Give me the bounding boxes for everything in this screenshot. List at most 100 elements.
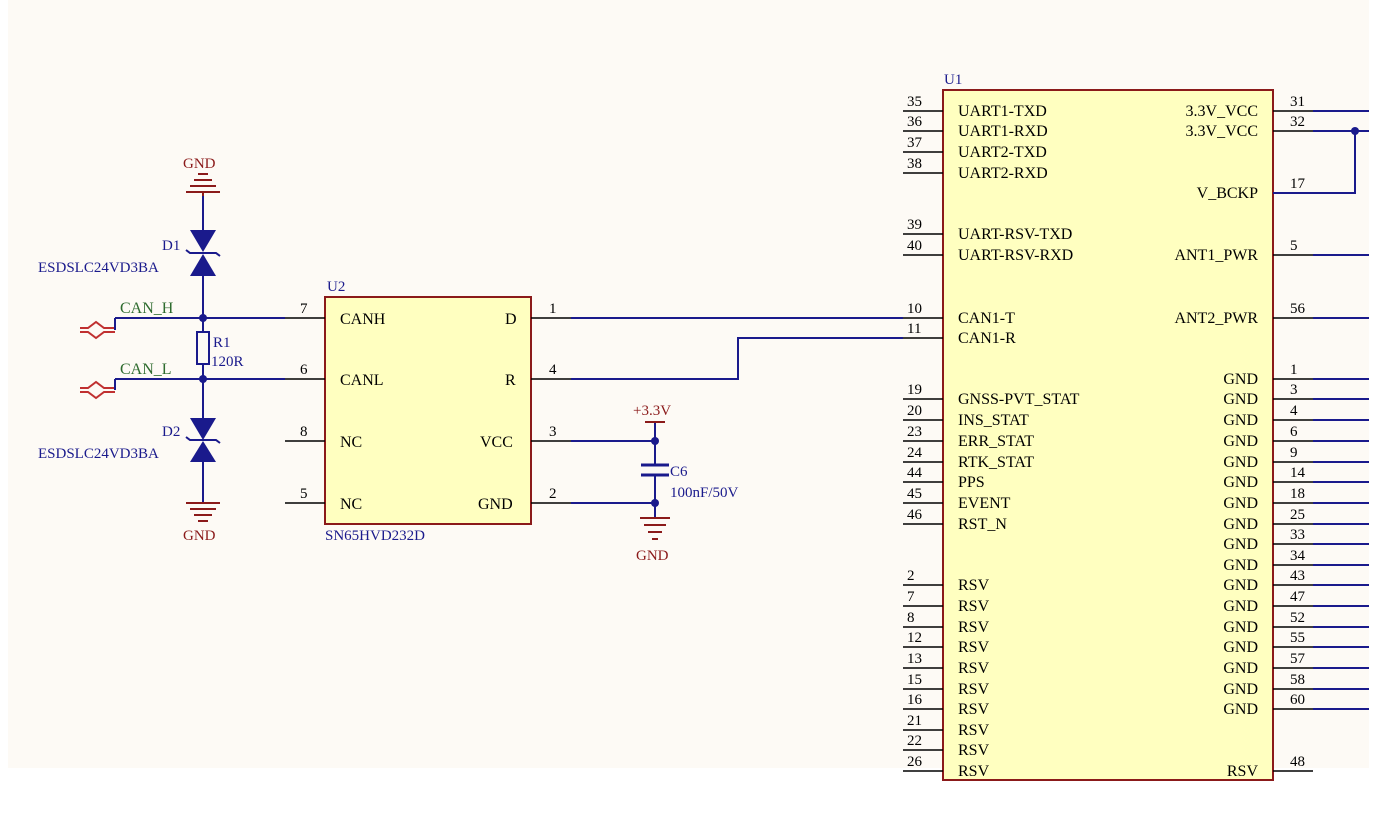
u1-pin-num: 15 (907, 672, 922, 688)
u1-right-pin: 31 3.3V_VCC (1186, 94, 1313, 120)
u1-pin-label: 3.3V_VCC (1186, 103, 1258, 120)
u1-pin-num: 7 (907, 589, 915, 605)
u2-component[interactable]: U2 SN65HVD232D 7 CANH 6 CANL 8 NC 5 NC 1… (285, 279, 571, 544)
r1-refdes: R1 (213, 335, 231, 351)
d1-tvs-diode[interactable]: D1 ESDSLC24VD3BA (38, 230, 221, 276)
u1-pin-num: 55 (1290, 630, 1305, 646)
u1-component[interactable]: U1 35UART1-TXD36UART1-RXD37UART2-TXD38UA… (903, 72, 1313, 781)
wire-r-to-can1r (571, 337, 903, 380)
u2-pin-gnd-num: 2 (549, 486, 557, 502)
u1-pin-label: RSV (958, 577, 990, 594)
u1-pin-label: GND (1223, 371, 1258, 388)
u1-pin-num: 11 (907, 321, 921, 337)
u1-pin-num: 32 (1290, 114, 1305, 130)
u1-pin-label: RSV (958, 681, 990, 698)
u1-pin-num: 58 (1290, 672, 1305, 688)
u1-pin-num: 18 (1290, 486, 1305, 502)
u2-pin-gnd-label: GND (478, 496, 513, 513)
u1-pin-num: 46 (907, 507, 923, 523)
d2-triangle-bottom (190, 441, 216, 462)
u2-pin-canl-label: CANL (340, 372, 384, 389)
power-port-3v3: +3.3V (633, 403, 671, 423)
u2-pin-canh-label: CANH (340, 311, 386, 328)
d1-bar (185, 249, 221, 257)
gnd-label-d1: GND (183, 156, 216, 172)
u1-pin-num: 14 (1290, 465, 1306, 481)
u1-pin-label: CAN1-R (958, 330, 1016, 347)
r1-resistor[interactable]: R1 120R (196, 331, 244, 370)
u1-pin-num: 38 (907, 156, 922, 172)
u2-refdes: U2 (327, 279, 345, 295)
u1-pin-label: GND (1223, 412, 1258, 429)
u1-pin-num: 4 (1290, 403, 1298, 419)
u1-pin-label: PPS (958, 474, 985, 491)
u1-pin-num: 40 (907, 238, 922, 254)
d1-part: ESDSLC24VD3BA (38, 260, 159, 276)
u1-pin-num: 26 (907, 754, 923, 770)
u1-pin-num: 31 (1290, 94, 1305, 110)
junction-can-h (199, 314, 207, 322)
u1-pin-label: GND (1223, 516, 1258, 533)
u1-pin-label: UART-RSV-TXD (958, 226, 1072, 243)
junction-c6-vcc (651, 437, 659, 445)
u1-pin-num: 2 (907, 568, 915, 584)
u1-pin-label: GND (1223, 639, 1258, 656)
u1-pin-num: 34 (1290, 548, 1306, 564)
u1-pin-label: V_BCKP (1197, 185, 1258, 202)
u1-pin-label: GND (1223, 536, 1258, 553)
d2-tvs-diode[interactable]: D2 ESDSLC24VD3BA (38, 418, 221, 462)
c6-capacitor[interactable]: C6 100nF/50V (641, 463, 739, 501)
u1-pin-label: GND (1223, 701, 1258, 718)
u2-pin-r-num: 4 (549, 362, 557, 378)
d2-refdes: D2 (162, 424, 180, 440)
junction-vcc (1351, 127, 1359, 135)
u1-pin-num: 5 (1290, 238, 1298, 254)
u1-pin-label: CAN1-T (958, 310, 1015, 327)
u1-pin-label: RTK_STAT (958, 454, 1034, 471)
u1-pin-label: ANT1_PWR (1174, 247, 1258, 264)
u1-pin-num: 39 (907, 217, 922, 233)
u1-pin-label: RSV (958, 701, 990, 718)
u1-pin-label: ANT2_PWR (1174, 310, 1258, 327)
u1-pin-num: 45 (907, 486, 922, 502)
u1-pin-label: GND (1223, 598, 1258, 615)
u2-pin-d-label: D (505, 311, 517, 328)
d2-part: ESDSLC24VD3BA (38, 446, 159, 462)
d2-bar (185, 436, 221, 444)
u1-pin-num: 23 (907, 424, 922, 440)
u1-pin-label: GND (1223, 557, 1258, 574)
u1-pin-label: UART-RSV-RXD (958, 247, 1073, 264)
r1-body (196, 331, 210, 365)
connector-can-l-icon (80, 380, 115, 400)
u1-pin-num: 8 (907, 610, 915, 626)
d1-triangle-top (190, 230, 216, 252)
u1-pin-label: 3.3V_VCC (1186, 123, 1258, 140)
net-label-can-h: CAN_H (120, 300, 174, 317)
gnd-label-c6: GND (636, 548, 669, 564)
u1-pin-num: 17 (1290, 176, 1306, 192)
u1-pin-label: EVENT (958, 495, 1011, 512)
u1-pin-num: 57 (1290, 651, 1306, 667)
connector-can-h-icon (80, 320, 115, 340)
u1-refdes: U1 (944, 72, 962, 88)
u1-pin-num: 21 (907, 713, 922, 729)
power-label: +3.3V (633, 403, 671, 419)
u1-pin-num: 10 (907, 301, 922, 317)
